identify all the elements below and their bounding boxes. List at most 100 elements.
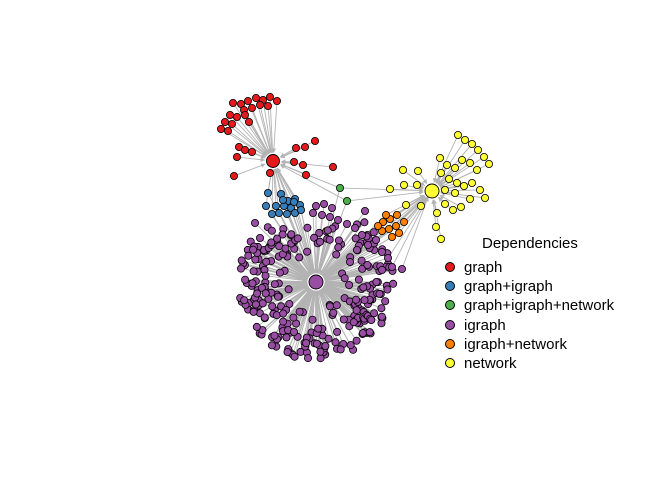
dependency-edge bbox=[240, 156, 266, 162]
package-node bbox=[342, 196, 351, 205]
dependency-edge bbox=[238, 119, 268, 155]
package-node bbox=[255, 101, 264, 110]
dependency-edge bbox=[318, 290, 340, 347]
dependency-edge bbox=[408, 194, 425, 204]
package-node bbox=[377, 319, 386, 328]
package-node bbox=[271, 201, 280, 210]
package-node bbox=[255, 233, 264, 242]
package-node bbox=[329, 308, 338, 317]
package-node bbox=[314, 324, 323, 333]
package-node bbox=[370, 309, 379, 318]
dependency-edge bbox=[432, 161, 440, 183]
dependency-edge bbox=[280, 164, 345, 200]
package-node bbox=[360, 218, 369, 227]
legend-item-igraph-network: igraph+network bbox=[445, 336, 567, 353]
package-node bbox=[315, 228, 324, 237]
package-node bbox=[289, 157, 298, 166]
package-node bbox=[435, 153, 444, 162]
package-node bbox=[346, 341, 355, 350]
package-node bbox=[381, 210, 390, 219]
legend-swatch bbox=[445, 358, 455, 368]
package-node bbox=[373, 221, 382, 230]
package-node bbox=[363, 240, 372, 249]
package-node bbox=[310, 136, 319, 145]
package-node bbox=[303, 354, 312, 363]
legend-label: graph+igraph+network bbox=[464, 297, 615, 314]
package-node bbox=[479, 152, 488, 161]
package-node bbox=[351, 234, 360, 243]
package-node bbox=[371, 235, 380, 244]
package-node bbox=[268, 302, 277, 311]
package-node bbox=[312, 339, 321, 348]
dependency-edge bbox=[435, 175, 440, 184]
hub-node-igraph bbox=[308, 274, 324, 290]
legend-item-igraph: igraph bbox=[445, 317, 506, 334]
package-node bbox=[385, 184, 394, 193]
dependency-edge bbox=[274, 286, 309, 305]
dependency-edge bbox=[255, 152, 266, 159]
dependency-edge bbox=[269, 100, 275, 153]
dependency-edge bbox=[223, 130, 267, 157]
legend-title: Dependencies bbox=[482, 235, 578, 252]
package-node bbox=[251, 94, 260, 103]
package-node bbox=[290, 352, 299, 361]
package-node bbox=[365, 328, 374, 337]
package-node bbox=[311, 201, 320, 210]
package-node bbox=[229, 171, 238, 180]
package-node bbox=[377, 312, 386, 321]
dependency-edge bbox=[324, 269, 399, 283]
dependency-edge bbox=[263, 103, 274, 154]
package-node bbox=[399, 217, 408, 226]
dependency-edge bbox=[393, 188, 424, 193]
package-node bbox=[261, 201, 270, 210]
package-node bbox=[333, 327, 342, 336]
package-node bbox=[383, 285, 392, 294]
dependency-edge bbox=[321, 224, 363, 276]
dependency-edge bbox=[250, 124, 269, 155]
dependency-edge bbox=[317, 290, 337, 346]
package-node bbox=[216, 125, 225, 134]
package-node bbox=[298, 160, 307, 169]
package-node bbox=[345, 280, 354, 289]
package-node bbox=[397, 264, 406, 273]
package-node bbox=[457, 155, 466, 164]
package-node bbox=[384, 224, 393, 233]
dependency-edge bbox=[269, 262, 309, 280]
dependency-edge bbox=[319, 226, 346, 275]
package-node bbox=[398, 165, 407, 174]
dependency-edge bbox=[255, 250, 309, 279]
package-node bbox=[450, 188, 459, 197]
package-node bbox=[225, 111, 234, 120]
package-node bbox=[332, 250, 341, 259]
package-node bbox=[377, 247, 386, 256]
package-node bbox=[440, 199, 449, 208]
package-node bbox=[381, 297, 390, 306]
package-node bbox=[377, 265, 386, 274]
dependency-edge bbox=[232, 117, 268, 156]
package-node bbox=[240, 111, 249, 120]
package-node bbox=[262, 257, 271, 266]
package-node bbox=[252, 322, 261, 331]
package-node bbox=[232, 113, 241, 122]
package-node bbox=[327, 203, 336, 212]
dependency-edge bbox=[419, 173, 428, 184]
package-node bbox=[352, 245, 361, 254]
dependency-edge bbox=[234, 125, 268, 156]
package-node bbox=[349, 318, 358, 327]
package-node bbox=[465, 194, 474, 203]
dependency-edge bbox=[321, 237, 360, 276]
package-node bbox=[383, 253, 392, 262]
package-node bbox=[316, 347, 325, 356]
package-node bbox=[308, 208, 317, 217]
package-node bbox=[340, 274, 349, 283]
package-node bbox=[279, 317, 288, 326]
package-node bbox=[467, 178, 476, 187]
package-node bbox=[387, 262, 396, 271]
package-node bbox=[472, 165, 481, 174]
package-node bbox=[232, 152, 241, 161]
dependency-edge bbox=[323, 254, 385, 280]
package-node bbox=[247, 147, 256, 156]
package-node bbox=[324, 334, 333, 343]
legend-label: igraph bbox=[464, 317, 506, 334]
package-node bbox=[240, 145, 249, 154]
